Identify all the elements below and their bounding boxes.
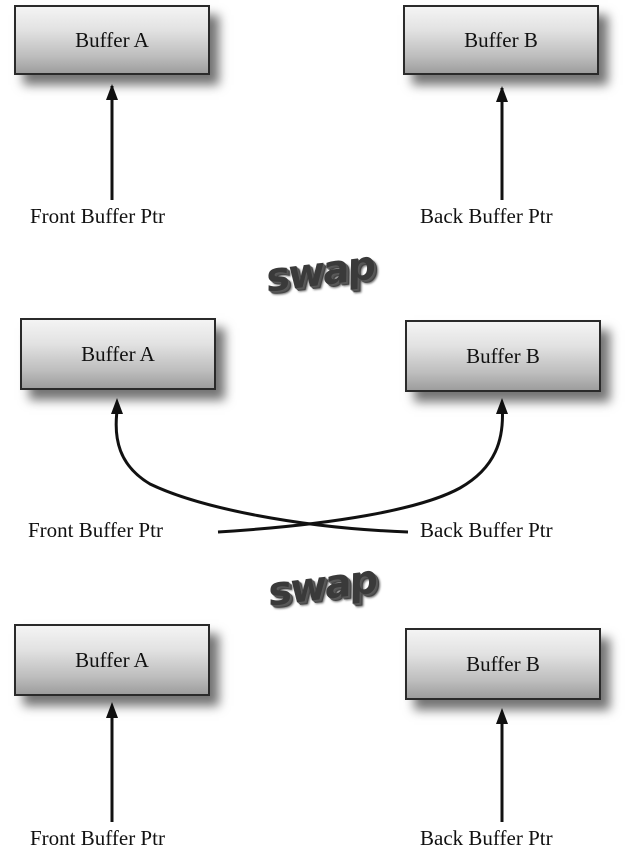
- stage3-back-ptr-label: Back Buffer Ptr: [420, 826, 553, 850]
- stage2-buffer-b-label: Buffer B: [466, 343, 540, 368]
- stage1-buffer-b-box: Buffer B: [403, 5, 599, 75]
- stage1-buffer-a-label: Buffer A: [75, 27, 149, 52]
- stage2-buffer-b-box: Buffer B: [405, 320, 601, 392]
- stage2-buffer-a-label: Buffer A: [81, 341, 155, 366]
- stage2-back-to-a-curve: [114, 403, 409, 534]
- stage1-buffer-a-box: Buffer A: [14, 5, 210, 75]
- stage3-buffer-b-box: Buffer B: [405, 628, 601, 700]
- stage2-front-ptr-label: Front Buffer Ptr: [28, 518, 163, 542]
- stage3-buffer-a-box: Buffer A: [14, 624, 210, 696]
- stage1-back-ptr-label: Back Buffer Ptr: [420, 204, 553, 228]
- stage3-front-ptr-label: Front Buffer Ptr: [30, 826, 165, 850]
- stage1-buffer-b-label: Buffer B: [464, 27, 538, 52]
- stage2-front-to-b-curve: [217, 403, 504, 534]
- stage3-buffer-a-label: Buffer A: [75, 647, 149, 672]
- stage1-front-ptr-label: Front Buffer Ptr: [30, 204, 165, 228]
- stage3-buffer-b-label: Buffer B: [466, 651, 540, 676]
- stage2-back-ptr-label: Back Buffer Ptr: [420, 518, 553, 542]
- stage2-buffer-a-box: Buffer A: [20, 318, 216, 390]
